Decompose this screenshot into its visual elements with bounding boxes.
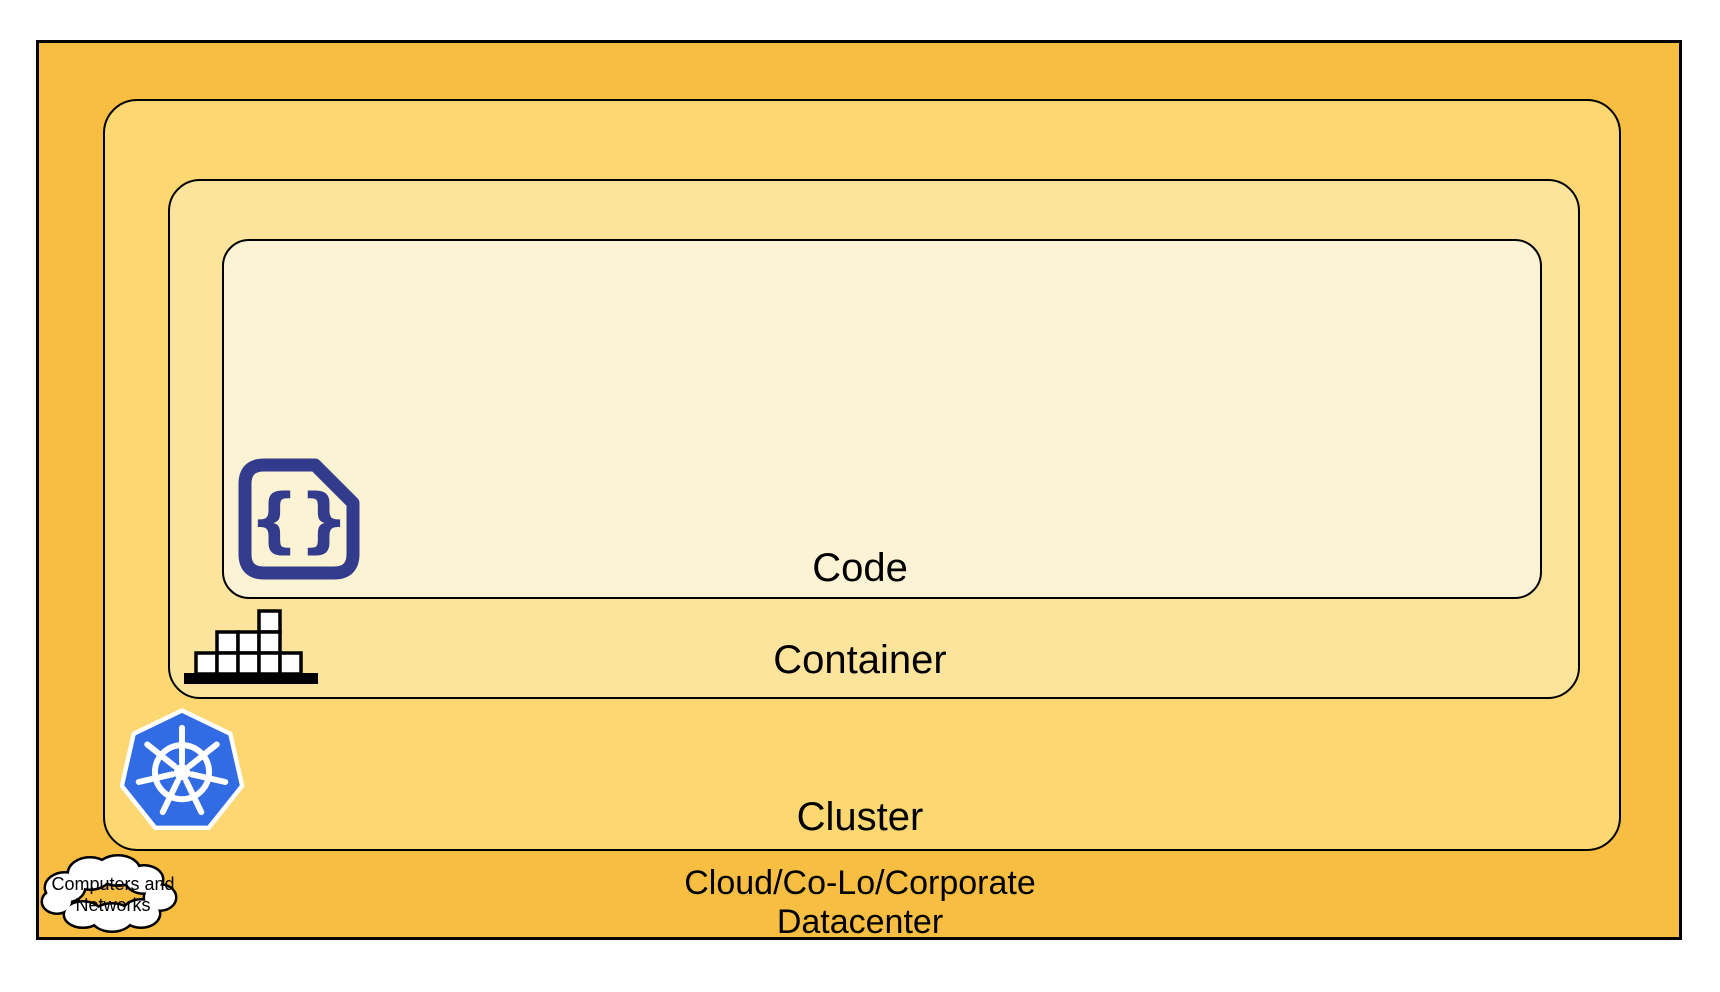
cluster-label: Cluster: [796, 795, 924, 839]
container-stack-icon: [184, 609, 318, 684]
cloud-badge-line2: Networks: [75, 895, 151, 915]
datacenter-label-line1: Cloud/Co-Lo/Corporate: [684, 864, 1036, 902]
cloud-badge-label: Computers and Networks: [38, 874, 188, 916]
datacenter-label-line2: Datacenter: [776, 903, 944, 941]
cloud-badge-line1: Computers and: [51, 874, 175, 894]
code-layer: [222, 239, 1542, 599]
cloud-icon: [40, 854, 178, 933]
datacenter-label: Cloud/Co-Lo/Corporate Datacenter: [0, 864, 1720, 942]
code-label: Code: [812, 546, 908, 590]
code-file-icon: {}: [238, 458, 360, 580]
helm-wheel: [135, 724, 229, 816]
code-braces-glyph: {}: [249, 479, 349, 561]
container-label: Container: [773, 638, 947, 682]
kubernetes-icon: [119, 708, 245, 830]
